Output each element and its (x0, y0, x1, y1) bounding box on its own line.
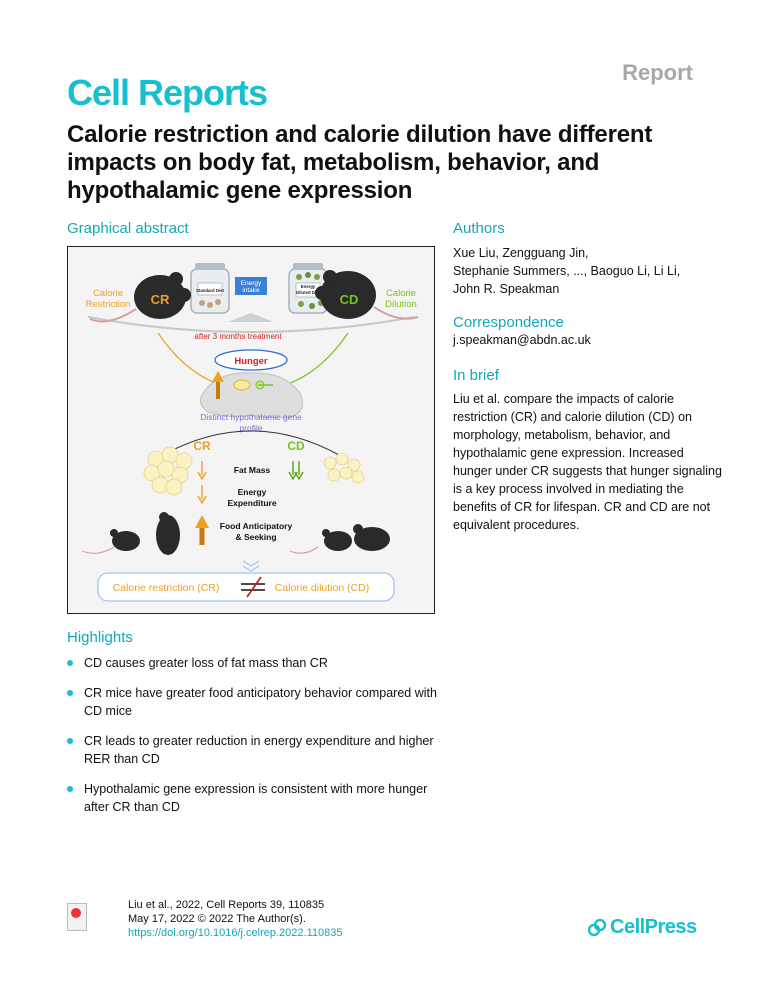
highlight-item: CR leads to greater reduction in energy … (67, 732, 437, 768)
cd-mouse-icon (315, 270, 419, 320)
highlights-heading: Highlights (67, 629, 133, 646)
not-equal-icon (241, 576, 265, 598)
cd-mice-pair-icon (322, 524, 390, 551)
bullet-icon (67, 738, 73, 744)
cr-food-arrowhead (195, 515, 209, 528)
bullet-icon (67, 690, 73, 696)
journal-title: Cell Reports (67, 72, 268, 113)
authors-heading: Authors (453, 220, 505, 237)
energy-intake-line-1: Energy (241, 280, 262, 287)
energy-intake-line-2: intake (242, 287, 260, 294)
comparison-box (97, 572, 395, 602)
in-brief-heading: In brief (453, 367, 499, 384)
cd-fat-arrowheads (288, 471, 304, 481)
author-line: Stephanie Summers, ..., Baoguo Li, Li Li… (453, 264, 681, 278)
correspondence-email[interactable]: j.speakman@abdn.ac.uk (453, 333, 591, 347)
bullet-icon (67, 786, 73, 792)
highlight-text: CR mice have greater food anticipatory b… (84, 686, 437, 718)
calorie-restriction-label-line-1: Calorie (93, 288, 123, 299)
gene-profile-arc (162, 430, 340, 456)
calorie-restriction-bottom: Calorie restriction (CR) (113, 582, 220, 594)
highlight-item: CR mice have greater food anticipatory b… (67, 684, 437, 720)
correspondence-heading: Correspondence (453, 314, 564, 331)
author-list: Xue Liu, Zengguang Jin, Stephanie Summer… (453, 244, 723, 298)
cd-fat-double-arrow (292, 461, 300, 475)
highlight-item: Hypothalamic gene expression is consiste… (67, 780, 437, 816)
cellpress-wordmark: CellPress (610, 916, 697, 938)
in-brief-text: Liu et al. compare the impacts of calori… (453, 392, 722, 532)
highlights-list: CD causes greater loss of fat mass than … (67, 654, 437, 828)
figure-background (68, 247, 434, 613)
bullet-icon (67, 660, 73, 666)
report-label: Report (622, 60, 693, 85)
gene-profile-line-2: profile (239, 423, 262, 433)
highlight-text: CD causes greater loss of fat mass than … (84, 656, 328, 670)
cd-fat-cluster-icon (323, 452, 365, 484)
citation-line-2: May 17, 2022 © 2022 The Author(s). (128, 913, 306, 925)
diluted-diet-label-line-1: Energy (301, 284, 316, 289)
cr-fat-cluster-icon (143, 446, 193, 496)
calorie-dilution-label-line-2: Dilution (385, 299, 417, 310)
highlight-text: CR leads to greater reduction in energy … (84, 734, 434, 766)
citation-line-1: Liu et al., 2022, Cell Reports 39, 11083… (128, 899, 325, 911)
cr-fat-arrowhead (197, 471, 207, 481)
energy-expenditure-line-1: Energy (238, 487, 267, 497)
graphical-abstract-figure: Standard Diet Energy Diluted Diet Energy… (68, 247, 434, 613)
scale-pivot (228, 313, 274, 322)
check-for-updates-icon[interactable] (67, 903, 87, 931)
food-anticipatory-line-2: & Seeking (235, 532, 276, 542)
article-title: Calorie restriction and calorie dilution… (67, 121, 653, 204)
cr-label-middle: CR (193, 439, 211, 453)
calorie-restriction-label-line-2: Restriction (86, 299, 131, 310)
energy-intake-box (235, 277, 267, 295)
cd-label-top: CD (340, 292, 359, 307)
doi-link[interactable]: https://doi.org/10.1016/j.celrep.2022.11… (128, 927, 343, 939)
cr-ee-arrowhead (197, 495, 207, 505)
highlight-item: CD causes greater loss of fat mass than … (67, 654, 437, 672)
energy-expenditure-line-2: Expenditure (227, 498, 276, 508)
author-line: Xue Liu, Zengguang Jin, (453, 246, 589, 260)
calorie-dilution-bottom: Calorie dilution (CD) (275, 582, 370, 594)
standard-diet-label: Standard Diet (196, 288, 225, 293)
cr-mice-pair-icon (110, 512, 180, 555)
author-line: John R. Speakman (453, 282, 560, 296)
diluted-diet-label-line-2: Diluted Diet (296, 290, 320, 295)
cellpress-mark-icon (588, 918, 606, 936)
down-chevron-icon (242, 560, 260, 572)
food-anticipatory-line-1: Food Anticipatory (220, 521, 293, 531)
scale-beam (87, 316, 415, 333)
hunger-ellipse (214, 349, 288, 371)
gene-profile-line-1: Distinct hypothalamic gene (200, 412, 302, 422)
cr-label-top: CR (151, 292, 170, 307)
calorie-dilution-label-line-1: Calorie (386, 288, 416, 299)
fat-mass-label: Fat Mass (234, 465, 271, 475)
hunger-label: Hunger (234, 356, 268, 367)
graphical-abstract-heading: Graphical abstract (67, 220, 189, 237)
citation-block: Liu et al., 2022, Cell Reports 39, 11083… (128, 898, 342, 940)
treatment-label: after 3 months treatment (194, 332, 282, 341)
cr-mouse-icon (89, 272, 191, 323)
graphical-abstract: Standard Diet Energy Diluted Diet Energy… (67, 246, 435, 614)
standard-diet-jar-icon (190, 263, 230, 314)
cd-label-middle: CD (287, 439, 305, 453)
cellpress-logo[interactable]: CellPress (588, 916, 697, 939)
highlight-text: Hypothalamic gene expression is consiste… (84, 782, 428, 814)
cr-hunger-arrowhead (212, 371, 224, 382)
